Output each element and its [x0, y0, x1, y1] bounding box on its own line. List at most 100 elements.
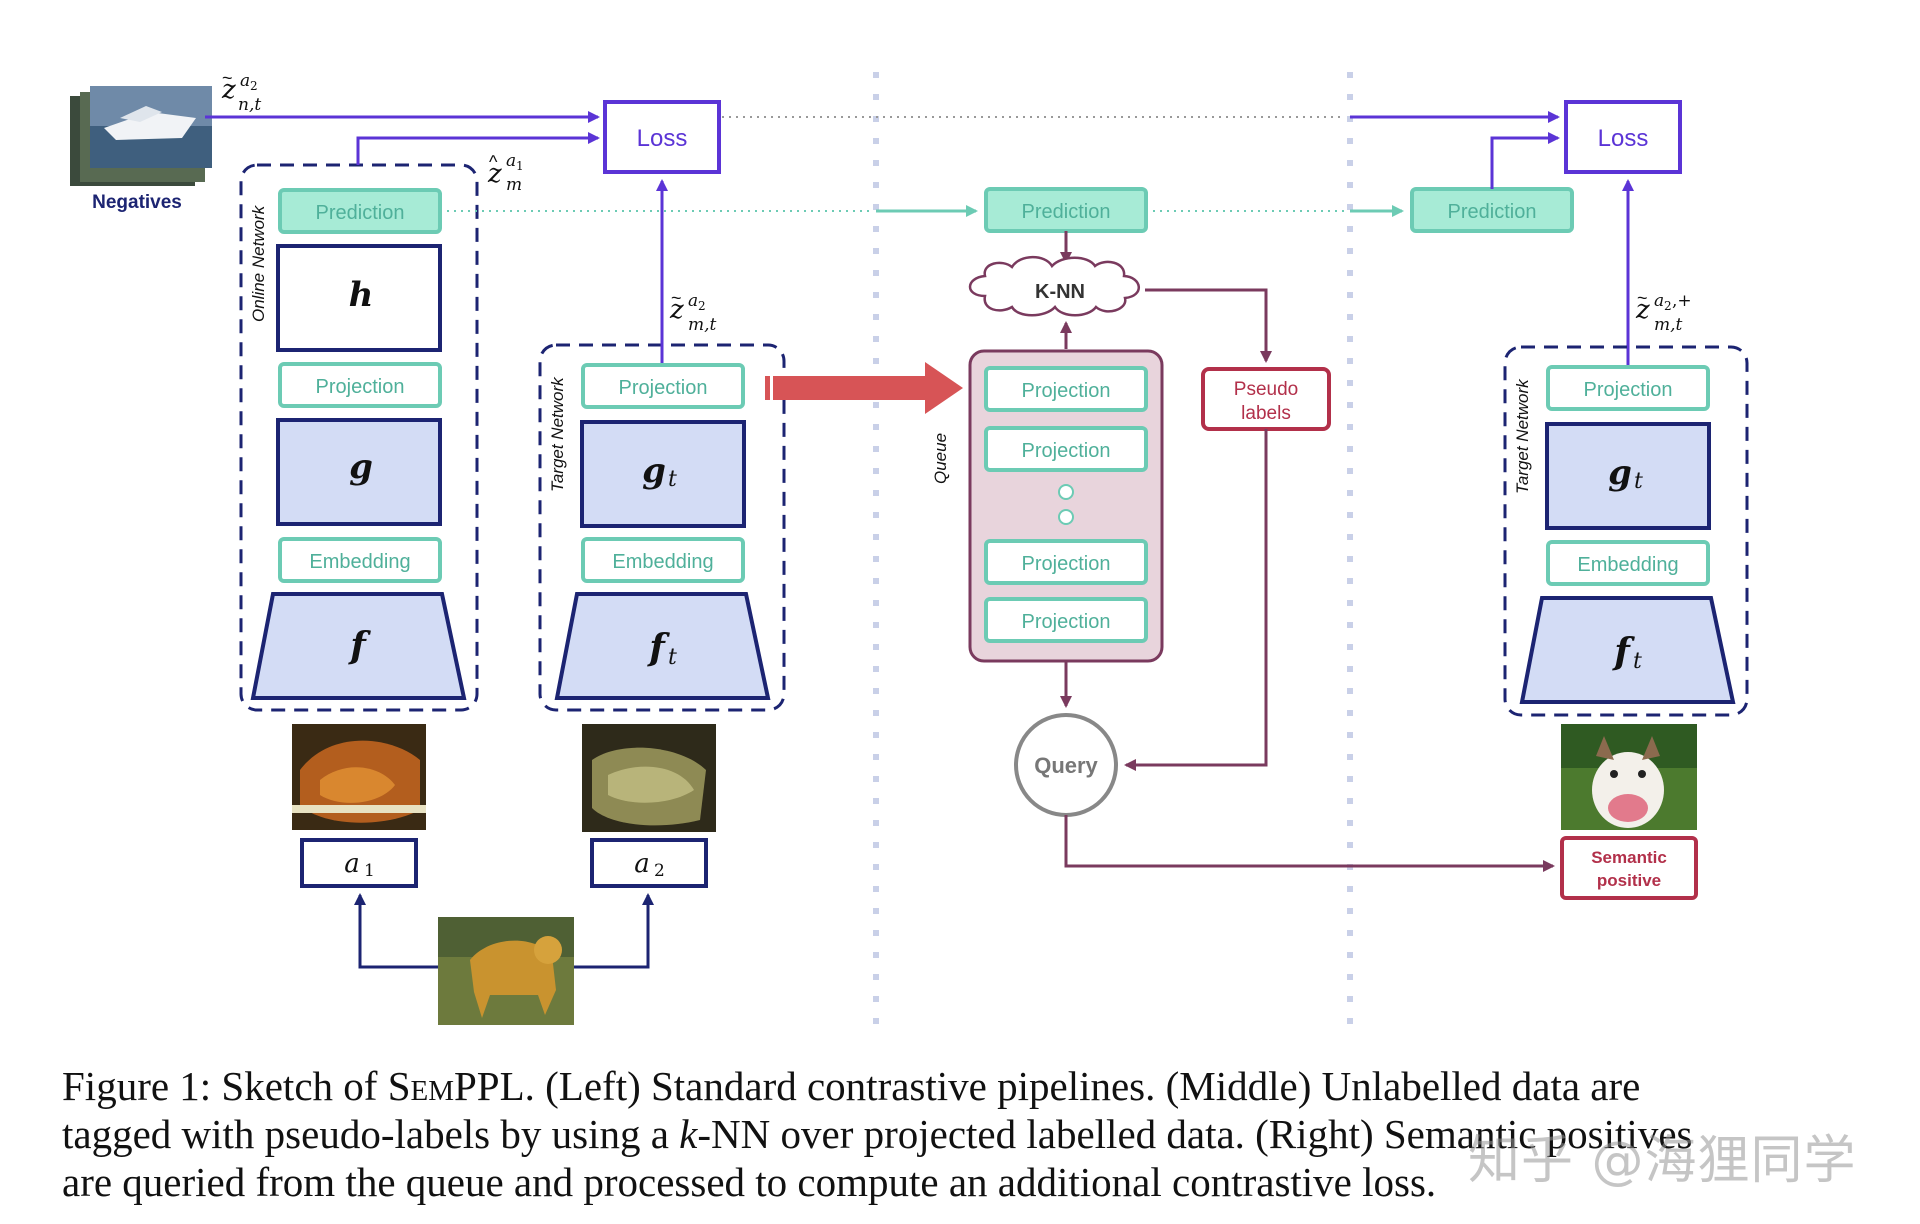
embedding-label-target-left: Embedding	[612, 551, 713, 573]
svg-text:m,t: m,t	[688, 315, 717, 335]
svg-text:t: t	[668, 645, 677, 670]
svg-text:2: 2	[654, 861, 665, 881]
svg-text:1: 1	[364, 861, 375, 881]
queue-projection-3	[984, 539, 1148, 585]
projection-box-target-right	[1546, 365, 1710, 411]
svg-text:a: a	[506, 151, 516, 171]
arrow-pseudo-labels-to-query	[1124, 429, 1268, 771]
projection-label-online: Projection	[316, 376, 405, 398]
knn-label: K-NN	[1035, 281, 1085, 303]
g-block	[276, 418, 442, 526]
query-label: Query	[1034, 753, 1098, 778]
ft-encoder-left	[554, 592, 771, 700]
knn-cloud	[968, 255, 1140, 317]
z-negative-label: z ~ a 2 n,t	[221, 68, 261, 115]
online-network-label: Online Network	[249, 204, 268, 322]
svg-text:^: ^	[489, 152, 498, 172]
arrow-query-to-semantic-positive	[1064, 815, 1555, 872]
svg-text:a: a	[240, 71, 250, 91]
loss-box-left	[603, 100, 721, 174]
svg-text:t: t	[668, 467, 677, 492]
target-network-label-right: Target Network	[1513, 378, 1532, 494]
loss-box-right	[1564, 100, 1682, 174]
semantic-positive-box	[1560, 836, 1698, 900]
pseudo-labels-line1: Pseudo	[1234, 379, 1298, 400]
embedding-box-target-right	[1546, 540, 1710, 586]
svg-text:a: a	[688, 291, 698, 311]
queue-projection-4	[984, 597, 1148, 643]
big-red-arrow	[765, 362, 963, 414]
svg-text:z: z	[221, 75, 236, 105]
loss-label-left: Loss	[637, 125, 688, 152]
augmentation-a1-symbol: a 1	[344, 849, 375, 881]
pseudo-labels-line2: labels	[1241, 403, 1291, 424]
z-online-label: z ^ a 1 m	[487, 151, 524, 195]
input-image-dog	[438, 917, 574, 1025]
caption-line-3: are queried from the queue and processed…	[62, 1159, 1437, 1205]
arrow-prediction-to-loss-right	[1490, 132, 1560, 189]
arrow-dog-to-a1	[354, 893, 438, 969]
negatives-label: Negatives	[92, 192, 182, 213]
svg-text:a: a	[344, 849, 360, 879]
queue-label: Queue	[931, 433, 950, 484]
gt-symbol-right: g t	[1608, 453, 1643, 494]
augmented-image-a2	[582, 724, 716, 832]
augmented-image-a1	[292, 724, 426, 830]
svg-text:~: ~	[671, 288, 682, 308]
queue-projection-4-label: Projection	[1022, 611, 1111, 633]
svg-text:z: z	[1635, 295, 1650, 325]
svg-text:m,t: m,t	[1654, 315, 1683, 335]
queue-projection-2-label: Projection	[1022, 440, 1111, 462]
arrow-knn-to-pseudo-labels	[1145, 288, 1272, 363]
svg-text:z: z	[669, 295, 684, 325]
semantic-positive-image	[1561, 724, 1697, 830]
negatives-image	[70, 86, 212, 186]
queue-projection-1	[984, 366, 1148, 412]
f-encoder	[250, 592, 467, 700]
projection-box-online	[278, 362, 442, 408]
semantic-positive-line2: positive	[1597, 871, 1661, 890]
arrow-prediction-to-loss	[356, 132, 600, 165]
svg-text:n,t: n,t	[238, 95, 261, 115]
gt-block-right	[1545, 422, 1711, 530]
semppl-diagram: Negatives z ~ a 2 n,t Loss Online Networ…	[70, 68, 1749, 1025]
loss-label-right: Loss	[1598, 125, 1649, 152]
augmentation-a1-box	[300, 838, 418, 888]
gt-block-left	[580, 420, 746, 528]
z-right-label: z ~ a 2 ,+ m,t	[1635, 288, 1692, 335]
svg-text:~: ~	[1637, 288, 1648, 308]
svg-text:t: t	[1634, 469, 1643, 494]
queue-projection-2	[984, 426, 1148, 472]
svg-text:2: 2	[698, 299, 706, 313]
queue-ellipsis-dot-2	[1058, 509, 1074, 525]
queue-ellipsis-dot-1	[1058, 484, 1074, 500]
projection-label-target-right: Projection	[1584, 379, 1673, 401]
svg-text:m: m	[506, 175, 522, 195]
svg-text:~: ~	[222, 68, 233, 88]
augmentation-a2-symbol: a 2	[634, 849, 665, 881]
embedding-box-online	[278, 537, 442, 583]
caption-method-name: SemPPL	[387, 1063, 525, 1109]
svg-text:z: z	[487, 159, 502, 189]
figure-caption: Figure 1: Sketch of SemPPL. (Left) Stand…	[62, 1062, 1902, 1206]
projection-label-target-left: Projection	[619, 377, 708, 399]
prediction-label-online: Prediction	[316, 202, 405, 224]
prediction-label-right: Prediction	[1448, 201, 1537, 223]
svg-text:1: 1	[516, 159, 524, 173]
svg-text:t: t	[1633, 649, 1642, 674]
caption-line-2: tagged with pseudo-labels by using a k-N…	[62, 1111, 1693, 1157]
gt-symbol-left: g t	[642, 451, 677, 492]
queue-projection-1-label: Projection	[1022, 380, 1111, 402]
svg-text:a: a	[1654, 291, 1664, 311]
g-symbol: g	[349, 447, 373, 487]
queue-projection-3-label: Projection	[1022, 553, 1111, 575]
semantic-positive-line1: Semantic	[1591, 848, 1667, 867]
svg-text:a: a	[634, 849, 650, 879]
svg-text:2: 2	[250, 79, 258, 93]
target-network-label-left: Target Network	[548, 376, 567, 492]
svg-text:,+: ,+	[1672, 291, 1692, 311]
svg-text:g: g	[642, 451, 666, 491]
augmentation-a2-box	[590, 838, 708, 888]
svg-text:2: 2	[1664, 299, 1672, 313]
projection-box-target-left	[581, 363, 745, 409]
